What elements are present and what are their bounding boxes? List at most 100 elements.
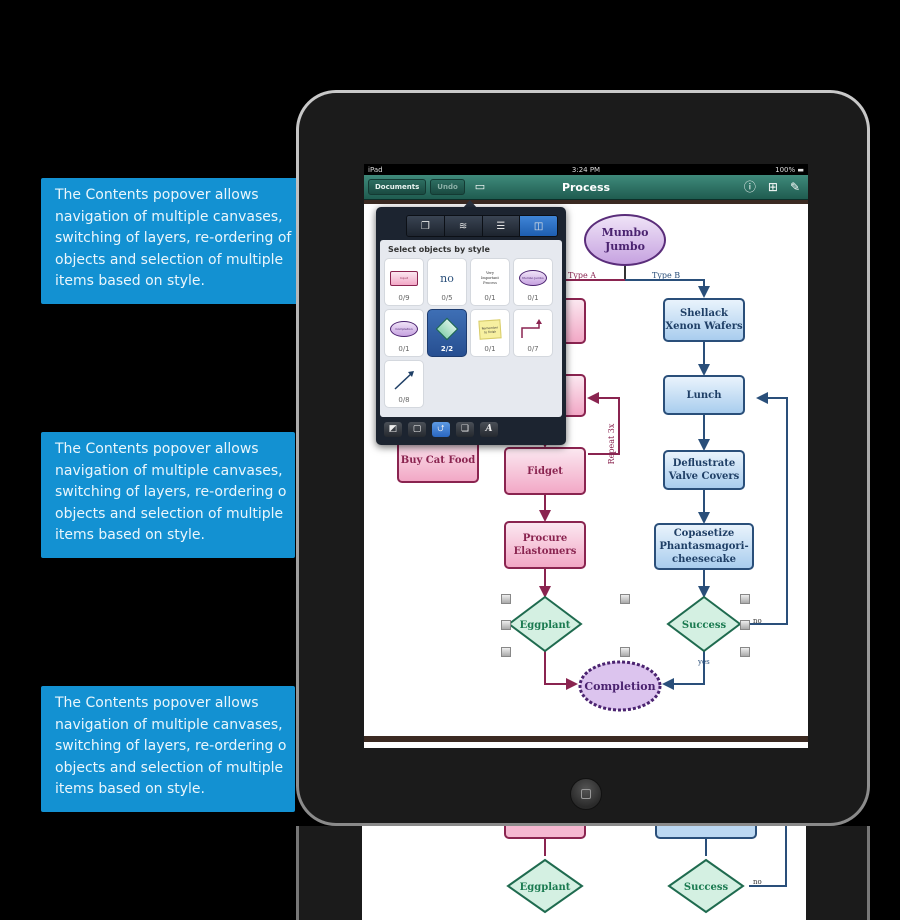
info-icon[interactable]: ⓘ <box>743 180 756 194</box>
style-tile[interactable]: 0/8 <box>384 360 424 408</box>
home-button[interactable] <box>570 778 602 810</box>
decision-success-label: Success <box>682 620 727 631</box>
grid-icon[interactable]: ⊞ <box>767 180 778 194</box>
node-deflustrate[interactable]: Deflustrate Valve Covers <box>663 450 745 490</box>
tile-count: 2/2 <box>440 345 454 353</box>
node-mumbo-jumbo[interactable]: Mumbo Jumbo <box>584 214 666 266</box>
popover-tabs: ❐ ≋ ☰ ◫ <box>406 215 558 237</box>
popover-arrow <box>463 200 477 208</box>
arrow-line-icon <box>394 371 414 390</box>
tab-canvases[interactable]: ❐ <box>407 216 445 236</box>
callout-line: objects and selection of multiple <box>55 505 284 522</box>
reflection-edge-no <box>749 826 787 887</box>
canvases-icon: ❐ <box>420 220 430 232</box>
style-tile-selected[interactable]: 2/2 <box>427 309 467 357</box>
pencil-icon[interactable]: ✎ <box>789 180 800 194</box>
selection-handle[interactable] <box>620 594 630 604</box>
stroke-style-icon[interactable]: ▢ <box>408 421 426 437</box>
pink-rect-icon: Input <box>390 270 418 286</box>
callout-2: The Contents popover allows navigation o… <box>41 432 295 558</box>
battery-percent: 100% <box>775 165 796 174</box>
edge-success-yes <box>662 650 705 690</box>
shadow-style-icon[interactable]: ❏ <box>456 421 474 437</box>
contents-popover: ❐ ≋ ☰ ◫ Select objects by style Input 0/… <box>376 207 566 445</box>
edge-eggplant-completion <box>544 650 578 690</box>
style-tile[interactable]: Mumbo Jumbo 0/1 <box>513 258 553 306</box>
text-style-icon[interactable]: A <box>480 421 498 437</box>
selection-handle[interactable] <box>501 594 511 604</box>
purple-ellipse-icon: Completion <box>390 321 418 337</box>
tile-count: 0/7 <box>527 345 539 353</box>
style-tile[interactable]: Completion 0/1 <box>384 309 424 357</box>
edge-repeat <box>587 392 620 455</box>
tab-styles[interactable]: ◫ <box>520 216 557 236</box>
decision-eggplant-shape <box>507 595 583 653</box>
reflection-edge-label: no <box>753 878 762 886</box>
callout-line: objects and selection of multiple <box>55 759 284 776</box>
style-tile[interactable]: Input 0/9 <box>384 258 424 306</box>
documents-button[interactable]: Documents <box>368 179 427 195</box>
text-style-icon: no <box>440 271 454 285</box>
green-diamond-icon <box>435 317 459 341</box>
edge-label-repeat: Repeat 3x <box>607 423 616 464</box>
selection-handle[interactable] <box>740 594 750 604</box>
style-tile[interactable]: 0/7 <box>513 309 553 357</box>
small-text-style-icon: Very Important Process <box>481 270 499 285</box>
style-tile[interactable]: Remember to finish 0/1 <box>470 309 510 357</box>
tile-count: 0/1 <box>484 294 496 302</box>
tab-layers[interactable]: ≋ <box>444 216 483 236</box>
device-label: iPad <box>368 165 383 174</box>
selection-handle[interactable] <box>740 620 750 630</box>
undo-button[interactable]: Undo <box>430 179 465 195</box>
node-copasetize[interactable]: Copasetize Phantasmagori- cheesecake <box>654 523 754 570</box>
callout-line: navigation of multiple canvases, <box>55 716 283 733</box>
canvas-top-border <box>364 200 808 204</box>
node-label: Lunch <box>686 389 722 401</box>
reflection-decision-label: Success <box>684 882 729 893</box>
styles-icon: ◫ <box>533 220 544 232</box>
contents-icon[interactable]: ▭ <box>474 180 486 193</box>
fill-style-icon[interactable]: ◩ <box>384 421 402 437</box>
decision-eggplant-label: Eggplant <box>520 620 571 631</box>
node-label: Fidget <box>527 465 563 477</box>
callout-3: The Contents popover allows navigation o… <box>41 686 295 812</box>
node-shellack[interactable]: Shellack Xenon Wafers <box>663 298 745 342</box>
callout-line: The Contents popover allows <box>55 695 259 711</box>
node-label: Procure Elastomers <box>513 533 577 557</box>
node-procure[interactable]: Procure Elastomers <box>504 521 586 569</box>
branch-label-a: Type A <box>568 271 596 280</box>
node-label: Mumbo Jumbo <box>601 226 649 253</box>
selection-handle[interactable] <box>620 647 630 657</box>
style-tile[interactable]: Very Important Process 0/1 <box>470 258 510 306</box>
callout-line: objects and selection of multiple <box>55 251 284 268</box>
callout-line: items based on style. <box>55 781 205 797</box>
status-bar: iPad 3:24 PM 100% ▬ <box>364 164 808 175</box>
tile-count: 0/5 <box>441 294 453 302</box>
tab-order[interactable]: ☰ <box>482 216 521 236</box>
ipad-screen: iPad 3:24 PM 100% ▬ Documents Undo ▭ Pro… <box>364 164 808 748</box>
selection-handle[interactable] <box>501 620 511 630</box>
reflection-node-procure <box>504 826 586 839</box>
style-tiles: Input 0/9 no 0/5 Very Important Process … <box>380 258 562 408</box>
edge-success-no <box>744 392 788 625</box>
list-order-icon: ☰ <box>496 220 506 232</box>
ipad-frame: iPad 3:24 PM 100% ▬ Documents Undo ▭ Pro… <box>296 90 870 826</box>
elbow-line-icon <box>521 319 542 338</box>
screen-reflection: Eggplant Success no <box>362 826 806 920</box>
popover-toolbar: ◩ ▢ ⮍ ❏ A <box>380 419 566 439</box>
node-fidget[interactable]: Fidget <box>504 447 586 495</box>
selection-handle[interactable] <box>740 647 750 657</box>
callout-line: navigation of multiple canvases, <box>55 462 283 479</box>
reflection-flowchart: Eggplant Success no <box>504 826 787 914</box>
popover-heading: Select objects by style <box>388 245 490 254</box>
layers-icon: ≋ <box>458 220 468 232</box>
tile-count: 0/1 <box>484 345 496 353</box>
tile-count: 0/9 <box>398 294 410 302</box>
tile-count: 0/8 <box>398 396 410 404</box>
battery-label: 100% ▬ <box>775 166 804 174</box>
style-tile[interactable]: no 0/5 <box>427 258 467 306</box>
edge-type-b <box>625 279 710 298</box>
line-style-icon[interactable]: ⮍ <box>432 421 450 437</box>
selection-handle[interactable] <box>501 647 511 657</box>
node-lunch[interactable]: Lunch <box>663 375 745 415</box>
